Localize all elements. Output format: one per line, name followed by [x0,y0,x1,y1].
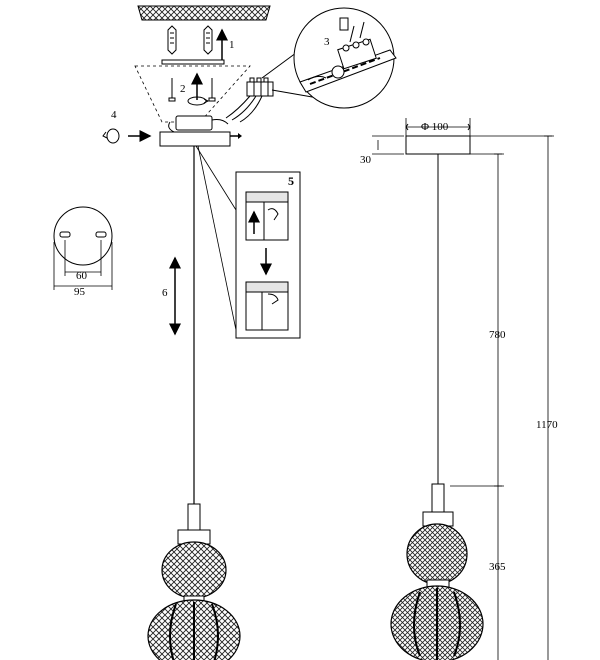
rotate-arrow [187,96,207,106]
canopy-diameter-label: Φ 100 [421,121,449,133]
step-5-detail: 5 [195,145,301,339]
total-height-label: 1170 [536,419,558,431]
lamp-right [390,483,484,660]
canopy-hole-detail: 60 95 [53,206,113,298]
step-5-label: 5 [288,174,294,188]
canopy-right [405,135,471,155]
hole-spacing-label: 60 [76,270,88,282]
canopy-height-label: 30 [360,154,372,166]
wires [225,95,263,123]
canopy-outline-dashed [134,65,251,123]
terminal-block [246,77,274,97]
step-1-label: 1 [229,39,235,51]
led-driver [168,115,229,133]
step-6-label: 6 [162,287,168,299]
step-4-screw [102,128,120,144]
step-2-label: 2 [180,83,186,95]
dimension-drawing: Φ 100 30 780 365 1170 [360,118,558,660]
installation-left: 1 2 [53,5,397,660]
shade-height-label: 365 [489,561,506,573]
canopy-screws [168,78,216,102]
step-3-label: 3 [324,36,330,48]
step-6-adjust-arrow: 6 [162,256,181,336]
step-4-label: 4 [111,109,117,121]
wall-anchors [167,25,213,55]
detail-diameter-label: 95 [74,286,86,298]
cable-length-label: 780 [489,329,506,341]
canopy-plate [159,131,231,147]
ceiling-surface [137,5,271,21]
lamp-left [147,503,241,660]
mounting-bracket [161,59,225,65]
step-3-detail: 3 [261,7,397,109]
